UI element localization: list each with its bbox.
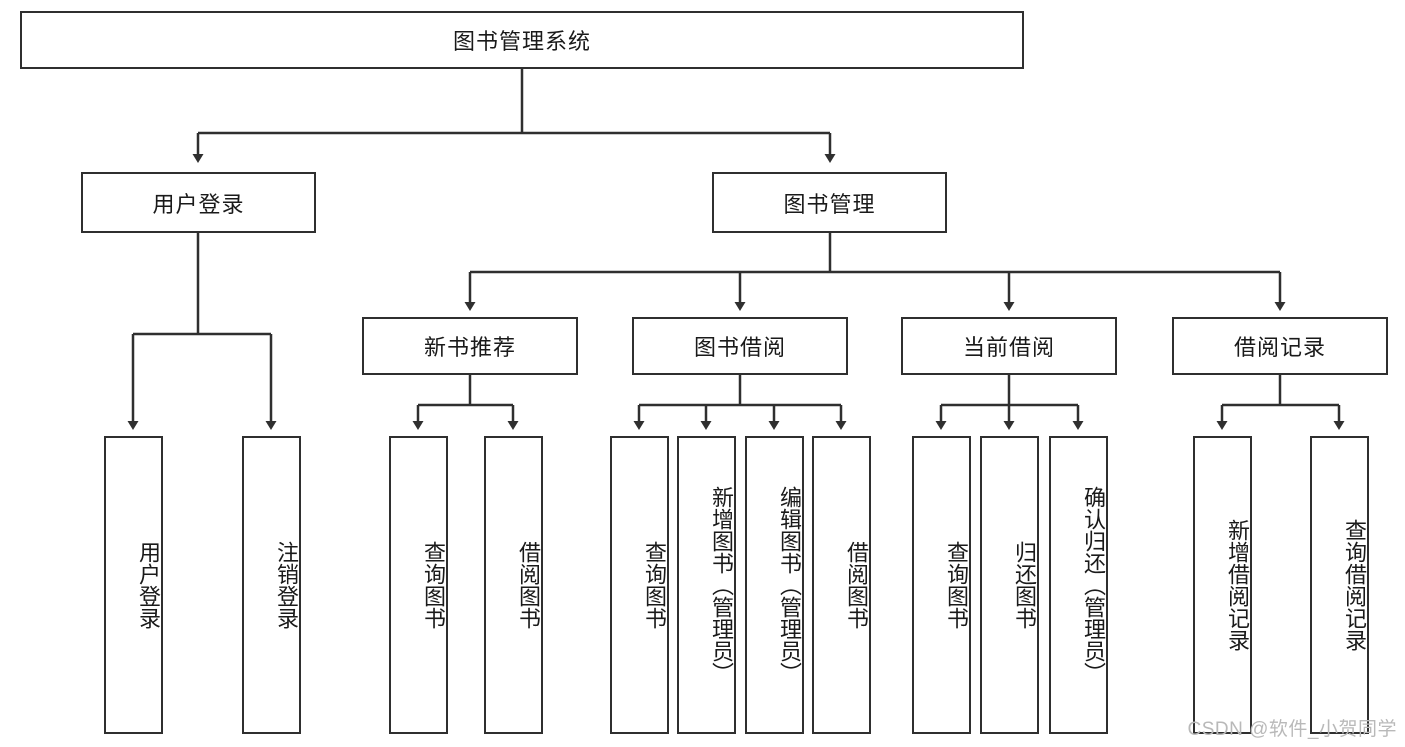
node-root[interactable]: 图书管理系统	[20, 11, 1024, 69]
leaf-user-login[interactable]: 用户登录	[104, 436, 163, 734]
node-user-login-label: 用户登录	[152, 191, 245, 217]
node-current-borrow-label: 当前借阅	[962, 335, 1055, 360]
leaf-user-logout-label: 注销登录	[274, 541, 299, 629]
leaf-newbook-query[interactable]: 查询图书	[389, 436, 448, 734]
leaf-records-add-label: 新增借阅记录	[1225, 519, 1250, 651]
node-book-borrow[interactable]: 图书借阅	[632, 317, 848, 375]
leaf-user-login-label: 用户登录	[136, 541, 161, 629]
node-current-borrow[interactable]: 当前借阅	[901, 317, 1117, 375]
node-borrow-records-label: 借阅记录	[1233, 335, 1326, 360]
leaf-records-query[interactable]: 查询借阅记录	[1310, 436, 1369, 734]
leaf-borrow-add[interactable]: 新增图书（管理员）	[677, 436, 736, 734]
leaf-borrow-query[interactable]: 查询图书	[610, 436, 669, 734]
leaf-current-query[interactable]: 查询图书	[912, 436, 971, 734]
node-book-management-label: 图书管理	[783, 191, 876, 217]
leaf-borrow-edit-label: 编辑图书（管理员）	[777, 486, 802, 684]
leaf-newbook-borrow-label: 借阅图书	[516, 541, 541, 629]
node-user-login[interactable]: 用户登录	[81, 172, 316, 233]
leaf-records-add[interactable]: 新增借阅记录	[1193, 436, 1252, 734]
node-root-label: 图书管理系统	[452, 29, 591, 54]
leaf-borrow-borrow[interactable]: 借阅图书	[812, 436, 871, 734]
node-borrow-records[interactable]: 借阅记录	[1172, 317, 1388, 375]
leaf-newbook-query-label: 查询图书	[421, 541, 446, 629]
leaf-borrow-edit[interactable]: 编辑图书（管理员）	[745, 436, 804, 734]
leaf-borrow-borrow-label: 借阅图书	[844, 541, 869, 629]
leaf-current-return-label: 归还图书	[1012, 541, 1037, 629]
leaf-current-query-label: 查询图书	[944, 541, 969, 629]
leaf-current-return[interactable]: 归还图书	[980, 436, 1039, 734]
node-new-book-recommend-label: 新书推荐	[423, 335, 516, 360]
node-book-management[interactable]: 图书管理	[712, 172, 947, 233]
node-book-borrow-label: 图书借阅	[693, 335, 786, 360]
leaf-borrow-query-label: 查询图书	[642, 541, 667, 629]
csdn-watermark: CSDN @软件_小贺同学	[1187, 719, 1397, 740]
leaf-current-confirm-label: 确认归还（管理员）	[1081, 486, 1106, 684]
node-new-book-recommend[interactable]: 新书推荐	[362, 317, 578, 375]
leaf-newbook-borrow[interactable]: 借阅图书	[484, 436, 543, 734]
leaf-user-logout[interactable]: 注销登录	[242, 436, 301, 734]
leaf-current-confirm[interactable]: 确认归还（管理员）	[1049, 436, 1108, 734]
leaf-records-query-label: 查询借阅记录	[1342, 519, 1367, 651]
leaf-borrow-add-label: 新增图书（管理员）	[709, 486, 734, 684]
